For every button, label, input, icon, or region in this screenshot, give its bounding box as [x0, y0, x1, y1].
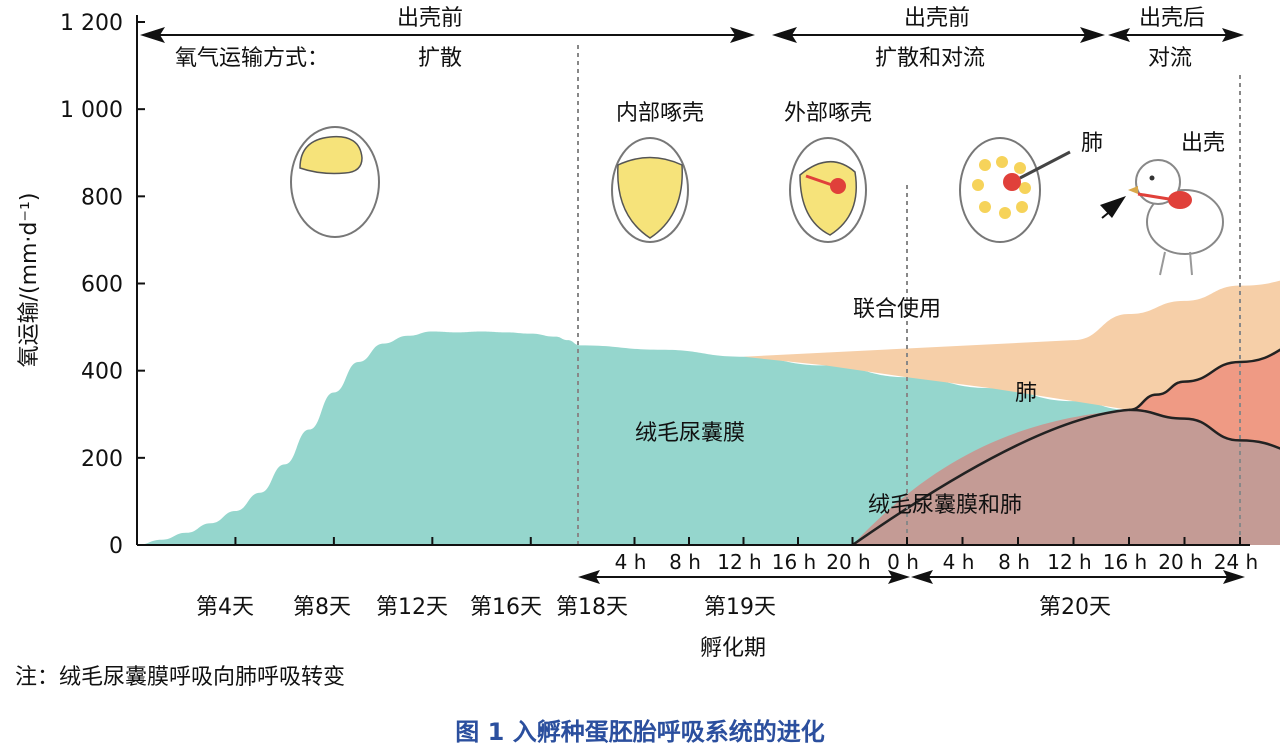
x-hour-label: 24 h	[1214, 550, 1258, 574]
x-day-label: 第4天	[196, 595, 254, 620]
x-hour-label: 20 h	[1158, 550, 1202, 574]
y-tick-label: 400	[81, 360, 123, 385]
stage-lung-label: 肺	[1081, 131, 1103, 156]
y-axis-label: 氧运输/(mm·d⁻¹)	[17, 193, 42, 368]
region-label-overlap: 绒毛尿囊膜和肺	[868, 493, 1022, 518]
series-area-overlap	[852, 409, 1280, 545]
egg-lung-icon	[959, 137, 1071, 243]
x-day-label: 第8天	[293, 595, 351, 620]
y-ticks: 0 200 400 600 800 1 000 1 200	[60, 11, 145, 559]
phase1-title: 出壳前	[397, 6, 463, 31]
x-hour-label: 12 h	[717, 550, 761, 574]
x-day-label: 第20天	[1039, 595, 1111, 620]
oxygen-mode-label: 氧气运输方式：	[175, 46, 329, 71]
lung-to-chick-arrow	[1100, 196, 1126, 219]
stage-internal-pipping: 内部啄壳	[616, 101, 704, 126]
chick-icon	[1128, 159, 1224, 276]
phase1-subtitle: 扩散	[418, 46, 462, 71]
x-axis-label: 孵化期	[700, 636, 766, 661]
day20-arrow	[911, 570, 1245, 584]
x-hour-label: 4 h	[943, 550, 975, 574]
x-day-label: 第16天	[470, 595, 542, 620]
y-tick-label: 1 000	[60, 98, 123, 123]
x-hour-label: 0 h	[887, 550, 919, 574]
y-tick-label: 200	[81, 447, 123, 472]
x-day-label: 第19天	[704, 595, 776, 620]
egg-external-pipping-icon	[789, 137, 867, 243]
stage-external-pipping: 外部啄壳	[784, 101, 872, 126]
y-tick-label: 800	[81, 185, 123, 210]
stage-hatch: 出壳	[1181, 131, 1225, 156]
x-hour-label: 12 h	[1047, 550, 1091, 574]
y-tick-label: 0	[109, 534, 123, 559]
series-line-cam-decline	[1128, 408, 1280, 450]
phase3-title: 出壳后	[1139, 6, 1205, 31]
y-tick-label: 600	[81, 273, 123, 298]
x-ticks: 4 h 8 h 12 h 16 h 20 h 0 h 4 h 8 h 12 h 16 h 20 h 2…	[234, 537, 1258, 574]
x-hour-label: 8 h	[669, 550, 701, 574]
phase2-arrow	[772, 27, 1105, 43]
day19-arrow	[578, 570, 910, 584]
egg-early-icon	[290, 126, 380, 238]
figure-caption: 图 1 入孵种蛋胚胎呼吸系统的进化	[455, 718, 824, 746]
phase1-arrow	[140, 27, 755, 43]
phase3-arrow	[1108, 28, 1244, 42]
x-hour-label: 20 h	[826, 550, 870, 574]
x-hour-label: 16 h	[1103, 550, 1147, 574]
region-label-chorioallantoic: 绒毛尿囊膜	[635, 421, 745, 446]
egg-internal-pipping-icon	[611, 137, 689, 243]
phase2-title: 出壳前	[904, 6, 970, 31]
y-tick-label: 1 200	[60, 11, 123, 36]
x-hour-label: 16 h	[772, 550, 816, 574]
phase2-subtitle: 扩散和对流	[875, 46, 985, 71]
region-label-lung: 肺	[1015, 381, 1037, 406]
x-day-label: 第18天	[556, 595, 628, 620]
figure-note: 注：绒毛尿囊膜呼吸向肺呼吸转变	[15, 665, 345, 690]
series-line-lung	[851, 348, 1280, 547]
x-day-labels: 第4天 第8天第12天第16天第18天 第19天 第20天	[196, 595, 1111, 620]
phase3-subtitle: 对流	[1148, 46, 1192, 71]
x-hour-label: 4 h	[615, 550, 647, 574]
x-hour-label: 8 h	[998, 550, 1030, 574]
x-day-label: 第12天	[376, 595, 448, 620]
region-label-combined: 联合使用	[853, 297, 941, 322]
series-area-chorioallantoic	[137, 331, 1129, 545]
